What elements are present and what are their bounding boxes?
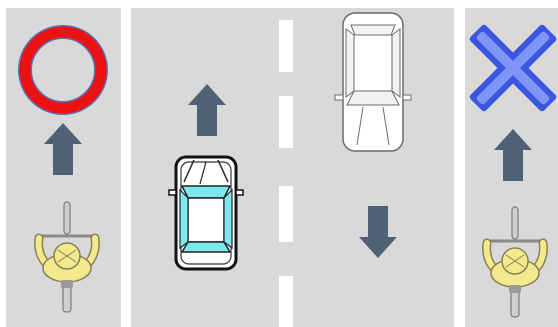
car-northbound-icon xyxy=(169,157,243,269)
car-southbound-icon xyxy=(335,13,411,151)
